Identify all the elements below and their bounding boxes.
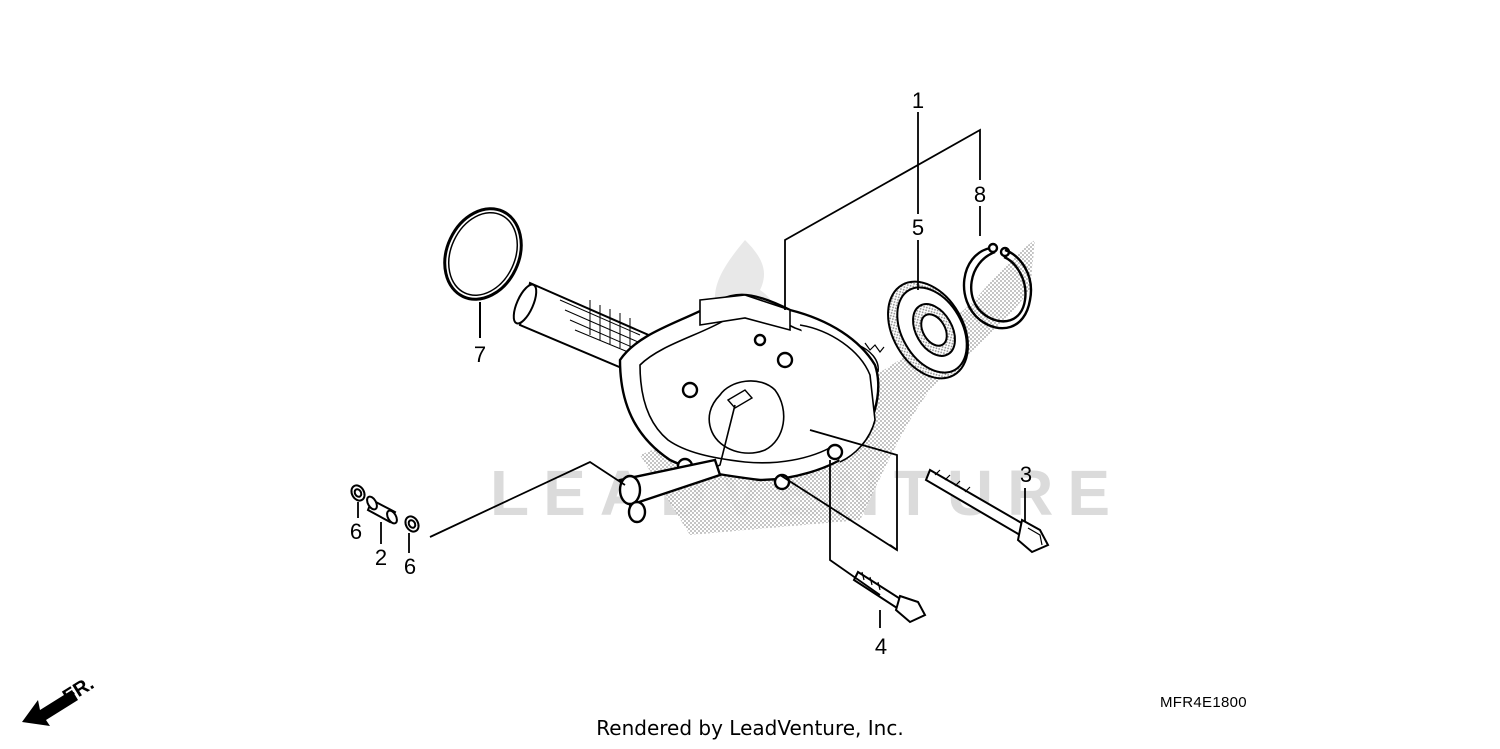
callouts: 1 2 3 4 5 6 6 7 8 bbox=[350, 88, 1032, 659]
callout-7: 7 bbox=[474, 342, 486, 367]
callout-8: 8 bbox=[974, 182, 986, 207]
callout-2: 2 bbox=[375, 545, 387, 570]
callout-4: 4 bbox=[875, 634, 887, 659]
render-credit: Rendered by LeadVenture, Inc. bbox=[596, 716, 904, 740]
callout-1: 1 bbox=[912, 88, 924, 113]
callout-6b: 6 bbox=[404, 554, 416, 579]
o-ring-part bbox=[443, 207, 523, 338]
callout-3: 3 bbox=[1020, 462, 1032, 487]
callout-6a: 6 bbox=[350, 519, 362, 544]
washer-6a-part bbox=[350, 484, 366, 502]
leader-lines bbox=[357, 112, 1026, 628]
gear-housing bbox=[618, 293, 885, 524]
circlip-part bbox=[962, 242, 1033, 330]
bolt-4-part bbox=[852, 570, 927, 624]
diagram-code: MFR4E1800 bbox=[1160, 694, 1247, 711]
bearing-part bbox=[887, 280, 969, 380]
front-arrow-icon bbox=[22, 690, 78, 726]
callout-5: 5 bbox=[912, 215, 924, 240]
bolt-3-part bbox=[924, 468, 1050, 554]
plug-part-2 bbox=[366, 495, 398, 525]
washer-6b-part bbox=[404, 515, 420, 533]
